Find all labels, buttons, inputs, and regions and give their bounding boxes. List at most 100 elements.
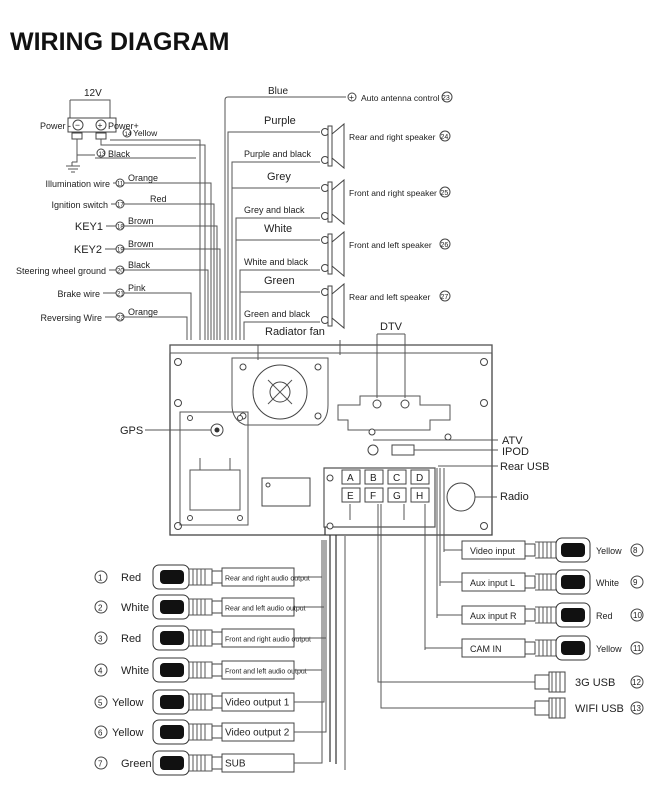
power-minus-label: Power - — [40, 121, 71, 131]
rca-output-label: Front and left audio output — [225, 669, 307, 676]
speaker-pos-wire: Green — [264, 275, 295, 287]
radiator-fan-label: Radiator fan — [265, 326, 325, 338]
rca-input-label: Aux input R — [470, 611, 517, 621]
antenna-label: Auto antenna control — [361, 93, 440, 103]
rca-output-label: Video output 2 — [225, 728, 290, 739]
svg-text:10: 10 — [633, 611, 642, 620]
svg-text:5: 5 — [98, 699, 103, 708]
rca-input-11: CAM IN Yellow 11 — [425, 635, 644, 661]
rca-input-label: Video input — [470, 546, 515, 556]
head-unit: Radiator fan GPS DTV ATV IPOD — [120, 321, 550, 770]
rca-input-color: White — [596, 578, 619, 588]
svg-text:−: − — [75, 120, 80, 130]
svg-text:8: 8 — [633, 546, 638, 555]
speaker-icon — [327, 181, 333, 223]
left-wire-color: Orange — [128, 307, 158, 317]
svg-text:D: D — [416, 473, 423, 484]
ipod-connector — [391, 444, 415, 456]
antenna-wire-color: Blue — [268, 86, 288, 97]
power-ground-wire: Black — [108, 149, 131, 159]
svg-text:6: 6 — [98, 729, 103, 738]
speaker-icon — [327, 285, 333, 327]
power-block: 12V − + Power - Power+ 14 Yellow 13 Blac… — [40, 88, 206, 340]
left-wire-label: Illumination wire — [45, 179, 110, 189]
svg-text:20: 20 — [117, 269, 124, 275]
power-12v-label: 12V — [84, 88, 102, 99]
page-title: WIRING DIAGRAM — [10, 28, 229, 56]
speaker-label: Front and left speaker — [349, 240, 432, 250]
svg-text:9: 9 — [633, 578, 638, 587]
left-wire-color: Orange — [128, 173, 158, 183]
port-f — [364, 487, 384, 503]
rca-input-label: Aux input L — [470, 578, 515, 588]
antenna: Blue + Auto antenna control 23 — [224, 86, 453, 340]
usb-1: 3G USB 12 — [377, 504, 644, 693]
left-wire-color: Black — [128, 260, 151, 270]
svg-text:18: 18 — [117, 225, 124, 231]
svg-text:H: H — [416, 491, 423, 502]
left-wire-6: Brake wire 21 Pink — [57, 283, 192, 340]
port-a — [341, 469, 361, 485]
svg-text:17: 17 — [117, 203, 124, 209]
speaker-pos-wire: Purple — [264, 115, 296, 127]
port-d — [410, 469, 430, 485]
svg-text:B: B — [370, 473, 377, 484]
rca-output-label: Video output 1 — [225, 698, 290, 709]
power-plus-wire: Yellow — [133, 128, 158, 138]
power-minus-terminal — [72, 119, 84, 131]
svg-text:7: 7 — [98, 760, 103, 769]
svg-text:13: 13 — [632, 704, 641, 713]
svg-text:12: 12 — [632, 678, 641, 687]
rca-input-label: CAM IN — [470, 644, 502, 654]
svg-text:26: 26 — [441, 242, 449, 249]
power-plus-label: Power+ — [108, 121, 139, 131]
svg-text:27: 27 — [441, 294, 449, 301]
rca-output-label: Front and right audio output — [225, 637, 311, 644]
speaker-label: Rear and right speaker — [349, 132, 436, 142]
rca-input-color: Yellow — [596, 644, 622, 654]
usb-plug-icon — [534, 700, 550, 716]
rca-output-color: Red — [121, 572, 141, 584]
rca-output-color: White — [121, 665, 149, 677]
radio-label: Radio — [500, 491, 529, 503]
rca-output-label: SUB — [225, 759, 246, 770]
speaker-icon — [327, 233, 333, 275]
svg-text:11: 11 — [633, 644, 642, 653]
svg-text:13: 13 — [99, 152, 106, 158]
speaker-pos-wire: White — [264, 223, 292, 235]
port-g — [387, 487, 407, 503]
rca-output-label: Rear and left audio output — [225, 606, 306, 613]
power-plus-terminal — [95, 119, 107, 131]
left-wire-color: Pink — [128, 283, 146, 293]
svg-text:+: + — [98, 120, 103, 130]
speaker-pos-wire: Grey — [267, 171, 291, 183]
svg-text:1: 1 — [98, 574, 103, 583]
dtv-label: DTV — [380, 321, 403, 333]
svg-text:23: 23 — [442, 95, 450, 102]
usb-label: 3G USB — [575, 677, 615, 689]
left-wire-label: Ignition switch — [51, 200, 108, 210]
left-wire-label: Brake wire — [57, 289, 100, 299]
svg-text:C: C — [393, 473, 400, 484]
left-wire-label: Reversing Wire — [40, 313, 102, 323]
svg-text:21: 21 — [117, 292, 124, 298]
svg-text:19: 19 — [117, 248, 124, 254]
svg-text:2: 2 — [98, 604, 103, 613]
